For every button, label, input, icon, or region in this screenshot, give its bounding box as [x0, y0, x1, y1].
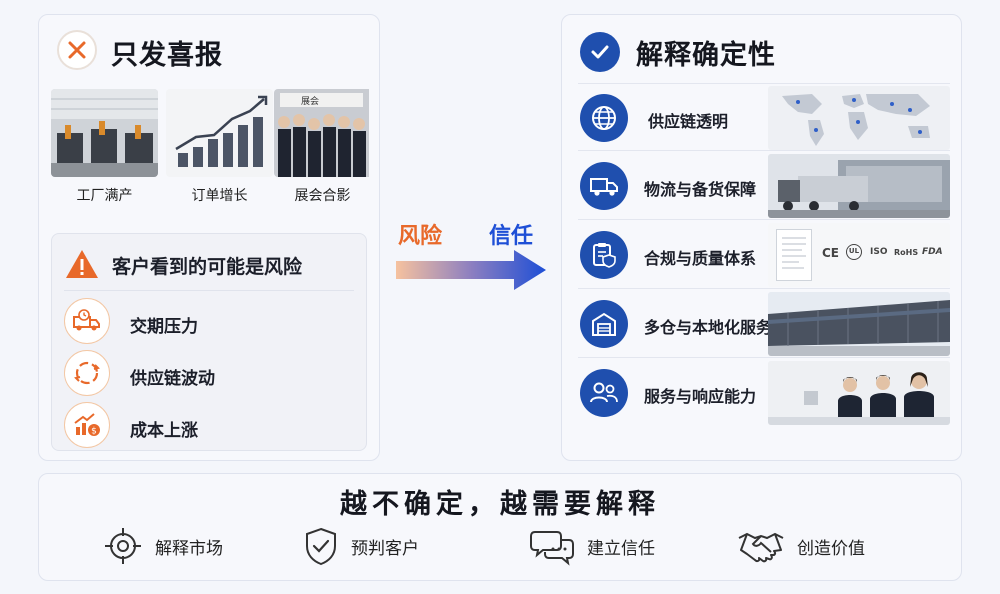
value-label: 预判客户	[351, 538, 419, 559]
call-center-image	[768, 361, 950, 425]
cert-ce: CE	[822, 246, 840, 260]
photo-caption: 工厂满产	[76, 188, 133, 204]
truck-icon	[580, 162, 628, 210]
risk-item-label: 交期压力	[130, 317, 198, 337]
assurance-row: 多仓与本地化服务	[578, 290, 950, 358]
assurance-row: 物流与备货保障	[578, 152, 950, 220]
warning-icon	[64, 248, 100, 284]
close-icon	[57, 30, 97, 70]
risk-item-label: 供应链波动	[130, 369, 215, 389]
clipboard-shield-icon	[580, 231, 628, 279]
left-panel: 只发喜报 工厂满产 订单增长	[38, 14, 380, 461]
delivery-truck-clock-icon	[64, 298, 110, 344]
svg-text:$: $	[91, 427, 97, 437]
photo-caption: 订单增长	[191, 188, 248, 204]
slogan: 越不确定，越需要解释	[340, 489, 660, 520]
assurance-label: 供应链透明	[648, 112, 729, 131]
assurance-row: 服务与响应能力	[578, 359, 950, 427]
transition-arrow	[396, 248, 548, 296]
assurance-label: 物流与备货保障	[644, 180, 757, 199]
growth-chart-photo	[166, 89, 273, 177]
trust-word: 信任	[489, 224, 534, 249]
assurance-row: 供应链透明	[578, 83, 950, 151]
factory-photo	[51, 89, 158, 177]
photo-caption: 展会合影	[294, 188, 351, 204]
assurance-row: 合规与质量体系 CE UL ISO RoHS FDA	[578, 221, 950, 289]
right-panel: 解释确定性 供应链透明 物流与备货保障	[561, 14, 962, 461]
chat-bubbles-icon	[530, 531, 574, 566]
value-item: 预判客户	[303, 524, 419, 568]
check-icon	[580, 32, 620, 72]
cert-fda: FDA	[922, 247, 943, 257]
handshake-icon	[738, 532, 784, 563]
right-title: 解释确定性	[636, 40, 776, 71]
value-item: 解释市场	[103, 524, 223, 568]
assurance-label: 服务与响应能力	[644, 387, 757, 406]
value-item: 创造价值	[737, 524, 865, 568]
world-map-image	[768, 86, 950, 150]
left-title: 只发喜报	[111, 40, 223, 71]
certifications-image: CE UL ISO RoHS FDA	[768, 223, 950, 287]
cert-ul: UL	[846, 244, 862, 260]
cost-rise-icon: $	[64, 402, 110, 448]
risk-divider	[64, 290, 354, 291]
assurance-label: 合规与质量体系	[644, 249, 757, 268]
exhibition-banner-text: 展会	[301, 97, 320, 107]
value-label: 建立信任	[587, 538, 655, 559]
certificate-document	[776, 229, 812, 281]
bottom-panel: 越不确定，越需要解释 解释市场 预判客户 建立信任 创造价值	[38, 473, 962, 581]
value-label: 解释市场	[155, 538, 223, 559]
supply-cycle-icon	[64, 350, 110, 396]
target-icon	[105, 528, 141, 564]
warehouse-icon	[580, 300, 628, 348]
cert-iso: ISO	[870, 247, 888, 257]
assurance-label: 多仓与本地化服务	[644, 318, 773, 337]
warehouse-building-image	[768, 292, 950, 356]
risk-box: 客户看到的可能是风险 交期压力 供应链波动 $ 成本上涨	[51, 233, 367, 451]
warehouse-truck-image	[768, 154, 950, 218]
risk-word: 风险	[398, 224, 443, 249]
exhibition-group-photo	[274, 89, 381, 177]
support-team-icon	[580, 369, 628, 417]
cert-rohs: RoHS	[894, 248, 919, 257]
shield-check-icon	[306, 527, 336, 566]
risk-title: 客户看到的可能是风险	[112, 256, 303, 278]
value-item: 建立信任	[529, 524, 655, 568]
risk-item-label: 成本上涨	[130, 421, 198, 441]
value-label: 创造价值	[797, 538, 865, 559]
globe-icon	[580, 94, 628, 142]
